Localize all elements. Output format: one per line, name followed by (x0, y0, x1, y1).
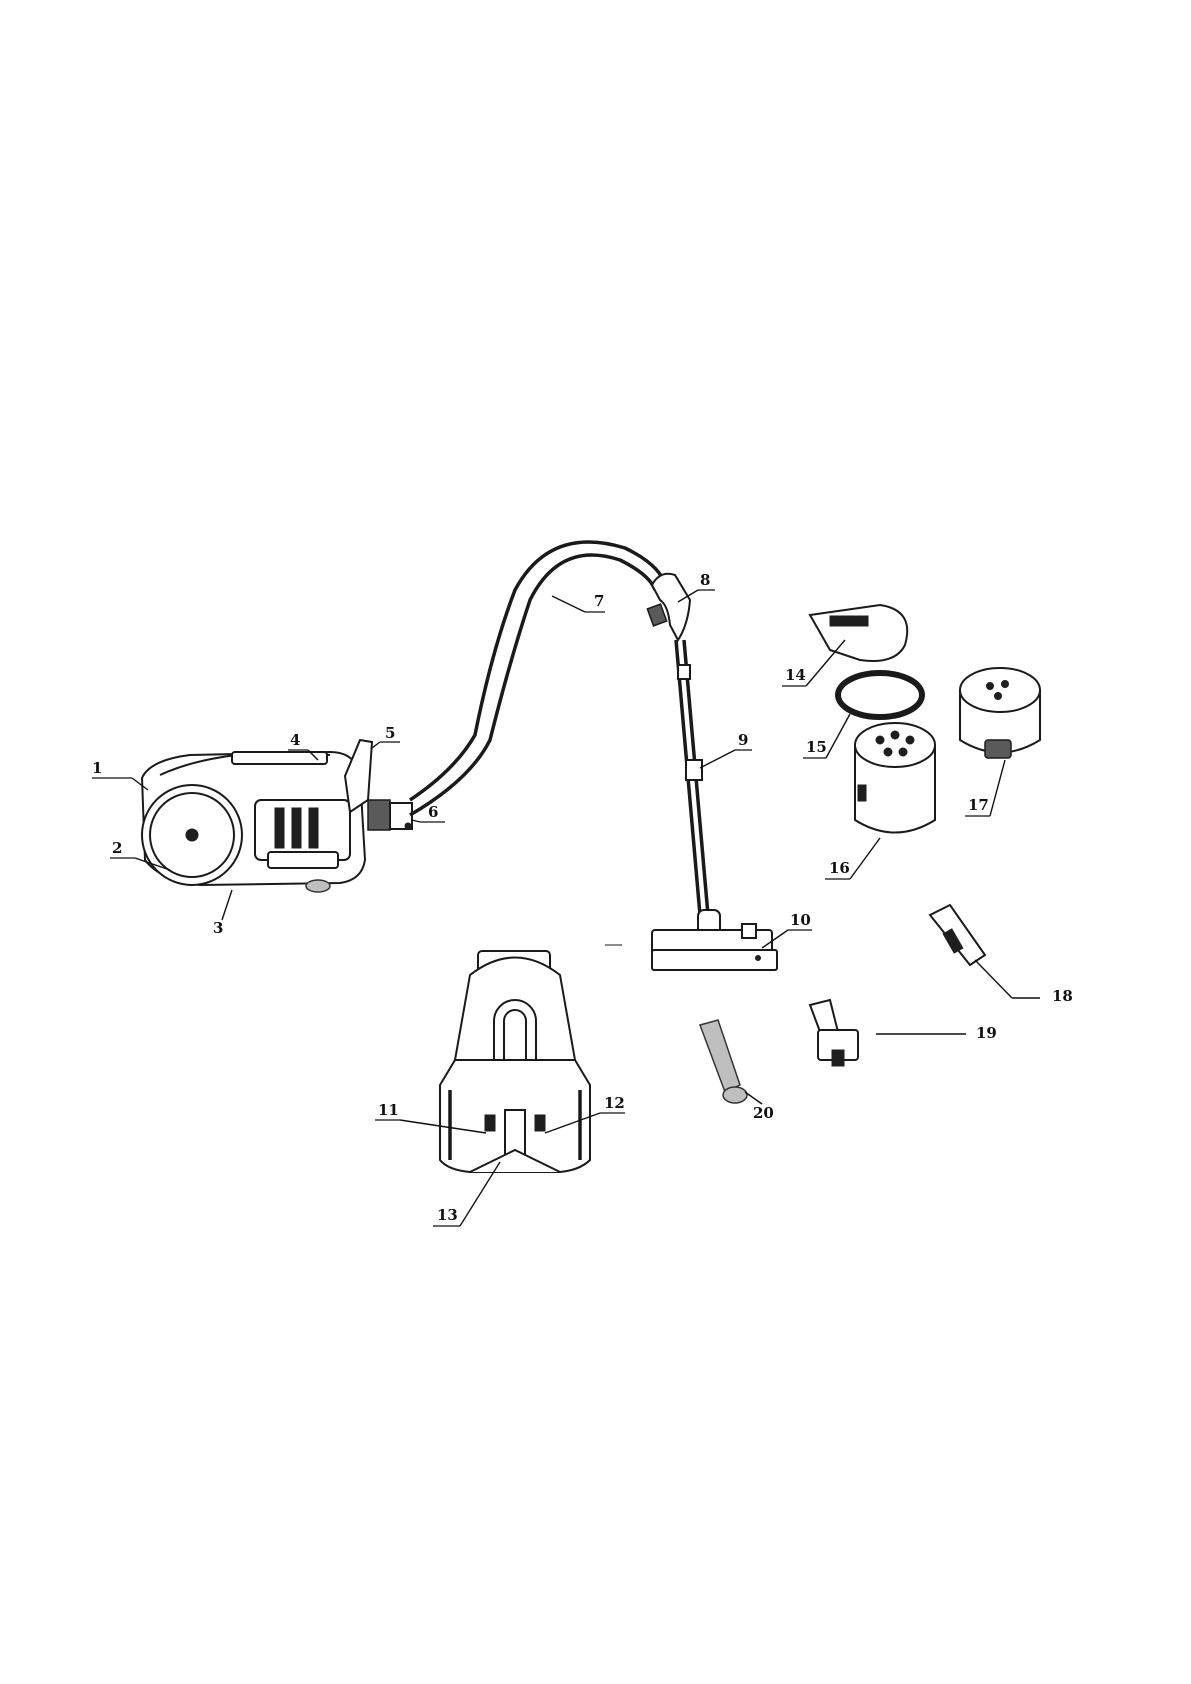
callout-label-16: 16 (829, 859, 850, 877)
hose (410, 542, 665, 815)
callout-5: 5 (372, 724, 400, 748)
callout-label-19: 19 (976, 1024, 997, 1042)
callout-label-1: 1 (92, 759, 102, 777)
callout-15: 15 (803, 714, 850, 758)
floor-nozzle (652, 910, 777, 970)
callout-label-20: 20 (753, 1104, 774, 1122)
vacuum-main-body (142, 740, 412, 892)
callout-label-10: 10 (790, 911, 811, 929)
callout-label-11: 11 (378, 1101, 399, 1119)
callout-label-8: 8 (700, 571, 710, 589)
callout-17: 17 (965, 760, 1005, 816)
callout-label-9: 9 (738, 731, 748, 749)
callout-label-15: 15 (806, 738, 827, 756)
callout-label-5: 5 (385, 724, 395, 742)
callout-label-18: 18 (1052, 987, 1073, 1005)
callout-label-13: 13 (437, 1206, 458, 1224)
callout-20: 20 (745, 1092, 774, 1122)
callout-19: 19 (876, 1024, 997, 1042)
callout-label-12: 12 (604, 1094, 625, 1112)
callout-label-3: 3 (213, 919, 223, 937)
callout-3: 3 (213, 890, 232, 937)
callout-18: 18 (975, 960, 1073, 1005)
callout-7: 7 (552, 592, 605, 612)
callout-label-2: 2 (112, 839, 122, 857)
callout-label-7: 7 (594, 592, 604, 610)
filter-parts (810, 605, 1040, 833)
callout-label-14: 14 (785, 666, 806, 684)
handle-and-wand (647, 574, 708, 915)
dust-container-assembly (440, 951, 590, 1172)
callout-1: 1 (92, 759, 148, 790)
callout-label-6: 6 (428, 803, 438, 821)
callout-9: 9 (700, 731, 752, 768)
callout-16: 16 (825, 838, 880, 879)
callout-label-17: 17 (968, 796, 989, 814)
callout-label-4: 4 (290, 731, 300, 749)
